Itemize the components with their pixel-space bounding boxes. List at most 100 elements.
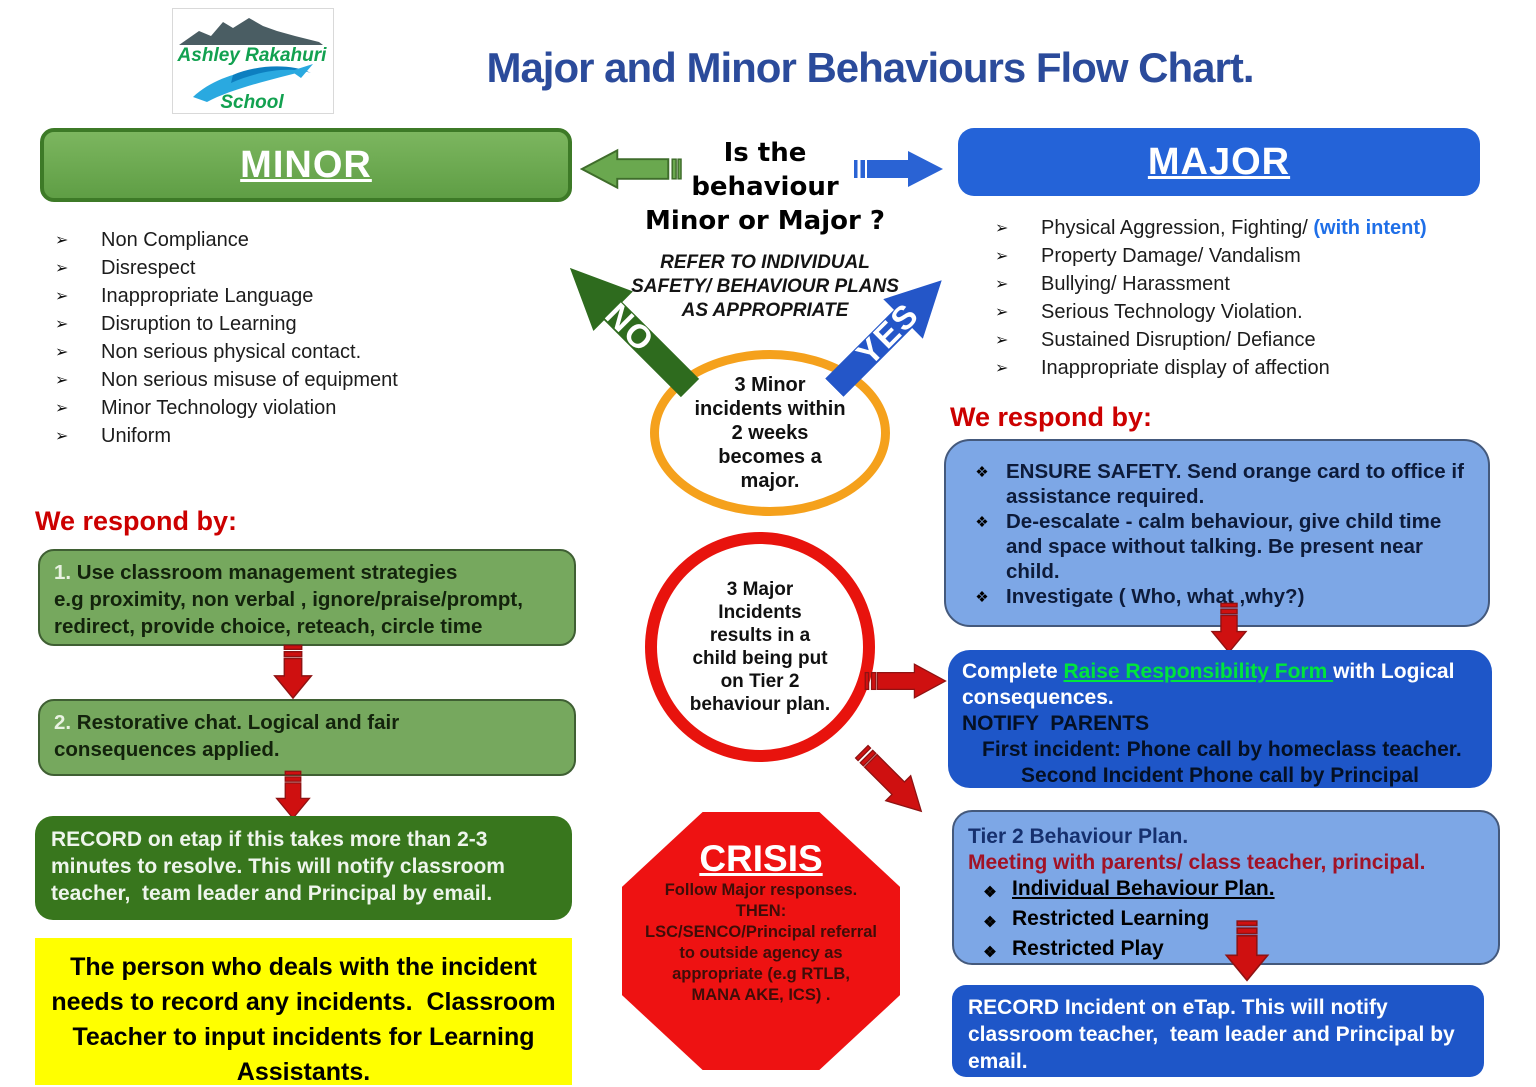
bird-wing-icon xyxy=(231,66,311,83)
three-major-incidents-circle: 3 Major Incidents results in a child bei… xyxy=(645,532,875,762)
response-bullet-row: ❖ ENSURE SAFETY. Send orange card to off… xyxy=(958,459,1478,509)
major-response-box: ❖ ENSURE SAFETY. Send orange card to off… xyxy=(944,439,1490,627)
major-item-text: Physical Aggression, Fighting/ xyxy=(1041,216,1314,239)
page-title: Major and Minor Behaviours Flow Chart. xyxy=(486,44,1254,91)
diamond-bullet-icon: ❖ xyxy=(983,914,997,931)
circle-line: on Tier 2 xyxy=(720,671,800,692)
list-item: ➢Non serious physical contact. xyxy=(55,338,555,366)
down-arrow-icon xyxy=(1224,920,1270,982)
arrow-bullet-icon: ➢ xyxy=(55,372,69,389)
school-logo: Ashley Rakahuri School xyxy=(172,8,334,114)
arrow-bullet-icon: ➢ xyxy=(55,316,69,333)
circle-line: results in a xyxy=(709,625,811,646)
arrow-bullet-icon: ➢ xyxy=(55,400,69,417)
tier2-bullet-text: Restricted Learning xyxy=(1012,907,1210,930)
step1-line: redirect, provide choice, reteach, circl… xyxy=(54,615,483,638)
record-line: teacher, team leader and Principal by em… xyxy=(51,882,493,905)
step1-line: e.g proximity, non verbal , ignore/prais… xyxy=(54,588,523,611)
minor-record-box: RECORD on etap if this takes more than 2… xyxy=(35,816,572,920)
list-item: ➢Inappropriate Language xyxy=(55,282,555,310)
minor-item: Uniform xyxy=(101,424,172,447)
with-intent-highlight: (with intent) xyxy=(1313,216,1427,239)
crisis-line: Follow Major responses. xyxy=(664,881,858,899)
step1-line: 1. Use classroom management strategies xyxy=(54,559,560,586)
major-behaviour-list: ➢ Physical Aggression, Fighting/ (with in… xyxy=(995,214,1525,382)
step-number: 1. xyxy=(54,561,72,584)
record-line: RECORD on etap if this takes more than 2… xyxy=(51,828,488,851)
second-incident-line: Second Incident Phone call by Principal xyxy=(1021,764,1419,787)
mountain-icon xyxy=(179,18,323,45)
response-bullet-row: ❖ De-escalate - calm behaviour, give chi… xyxy=(958,509,1478,584)
question-text: Is the behaviour Minor or Major ? xyxy=(615,136,915,238)
arrow-bullet-icon: ➢ xyxy=(55,260,69,277)
list-item: ➢Bullying/ Harassment xyxy=(995,270,1525,298)
major-item: Inappropriate display of affection xyxy=(1041,356,1330,379)
step1-text: Use classroom management strategies xyxy=(71,561,458,584)
minor-header-label: MINOR xyxy=(240,143,372,186)
refer-note-line: SAFETY/ BEHAVIOUR PLANS xyxy=(631,276,899,297)
school-name-text: Ashley Rakahuri xyxy=(177,45,328,66)
tier2-title: Tier 2 Behaviour Plan. xyxy=(968,825,1189,848)
minor-item: Non serious misuse of equipment xyxy=(101,368,398,391)
major-respond-heading: We respond by: xyxy=(950,402,1153,432)
minor-item: Disruption to Learning xyxy=(101,312,297,335)
minor-respond-heading: We respond by: xyxy=(35,506,238,536)
down-arrow-icon xyxy=(273,644,313,700)
crisis-octagon: CRISIS Follow Major responses. THEN: LSC… xyxy=(622,812,900,1070)
raise-responsibility-form-link[interactable]: Raise Responsibility Form xyxy=(1063,660,1334,683)
tier2-bullet-text: Individual Behaviour Plan. xyxy=(1012,877,1275,900)
school-logo-graphic: Ashley Rakahuri School xyxy=(177,18,328,113)
school-word-text: School xyxy=(220,92,284,111)
tier2-plan-box: Tier 2 Behaviour Plan. Meeting with pare… xyxy=(952,810,1500,965)
crisis-line: MANA AKE, ICS) . xyxy=(691,986,831,1004)
note-line: Assistants. xyxy=(236,1058,371,1086)
diamond-bullet-icon: ❖ xyxy=(975,514,989,531)
complete-text: Complete xyxy=(962,660,1064,683)
circle-line: behaviour plan. xyxy=(689,694,831,715)
minor-item: Disrespect xyxy=(101,256,196,279)
list-item: ➢Sustained Disruption/ Defiance xyxy=(995,326,1525,354)
arrow-bullet-icon: ➢ xyxy=(995,360,1009,377)
list-item: ➢ Disrespect xyxy=(55,254,555,282)
arrow-bullet-icon: ➢ xyxy=(55,288,69,305)
question-line: Minor or Major ? xyxy=(645,206,885,236)
list-item: ➢Minor Technology violation xyxy=(55,394,555,422)
tier2-bullet-text: Restricted Play xyxy=(1012,937,1164,960)
diamond-bullet-icon: ❖ xyxy=(975,464,989,481)
tier2-meeting-line: Meeting with parents/ class teacher, pri… xyxy=(968,851,1426,874)
list-item: ➢Property Damage/ Vandalism xyxy=(995,242,1525,270)
crisis-line: LSC/SENCO/Principal referral xyxy=(645,923,877,941)
step-number: 2. xyxy=(54,711,72,734)
step2-text: Restorative chat. Logical and fair xyxy=(71,711,400,734)
refer-note-line: REFER TO INDIVIDUAL xyxy=(660,252,870,273)
circle-line: child being put xyxy=(692,648,828,669)
response-bullet-text: Investigate ( Who, what ,why?) xyxy=(1006,585,1305,608)
list-item: ➢ Disruption to Learning xyxy=(55,310,555,338)
down-arrow-icon xyxy=(1210,602,1248,654)
crisis-title: CRISIS xyxy=(699,838,823,879)
minor-header: MINOR xyxy=(40,128,572,202)
response-bullet-text: De-escalate - calm behaviour, give child… xyxy=(1006,510,1447,583)
record-line: email. xyxy=(968,1050,1028,1073)
question-line: Is the xyxy=(723,138,807,168)
tier2-bullet-row: ❖ Restricted Learning xyxy=(968,906,1484,936)
diamond-bullet-icon: ❖ xyxy=(975,589,989,606)
minor-item: Non serious physical contact. xyxy=(101,340,362,363)
arrow-bullet-icon: ➢ xyxy=(995,304,1009,321)
record-line: classroom teacher, team leader and Princ… xyxy=(968,1023,1455,1046)
arrow-bullet-icon: ➢ xyxy=(55,428,69,445)
complete-line: Complete Raise Responsibility Form with … xyxy=(962,659,1478,711)
note-line: needs to record any incidents. Classroom xyxy=(51,988,556,1016)
step2-line: 2. Restorative chat. Logical and fair xyxy=(54,709,560,736)
step2-line: consequences applied. xyxy=(54,738,280,761)
question-line: behaviour xyxy=(691,172,839,202)
minor-step1-box: 1. Use classroom management strategies e… xyxy=(38,549,576,646)
diagonal-arrow-icon xyxy=(854,744,923,813)
raise-responsibility-box: Complete Raise Responsibility Form with … xyxy=(948,650,1492,788)
complete-text: with Logical consequences. xyxy=(962,660,1461,709)
major-item: Physical Aggression, Fighting/ (with int… xyxy=(1041,217,1427,240)
circle-line: Incidents xyxy=(718,602,802,623)
bird-head-icon xyxy=(291,64,313,78)
arrow-bullet-icon: ➢ xyxy=(55,232,69,249)
